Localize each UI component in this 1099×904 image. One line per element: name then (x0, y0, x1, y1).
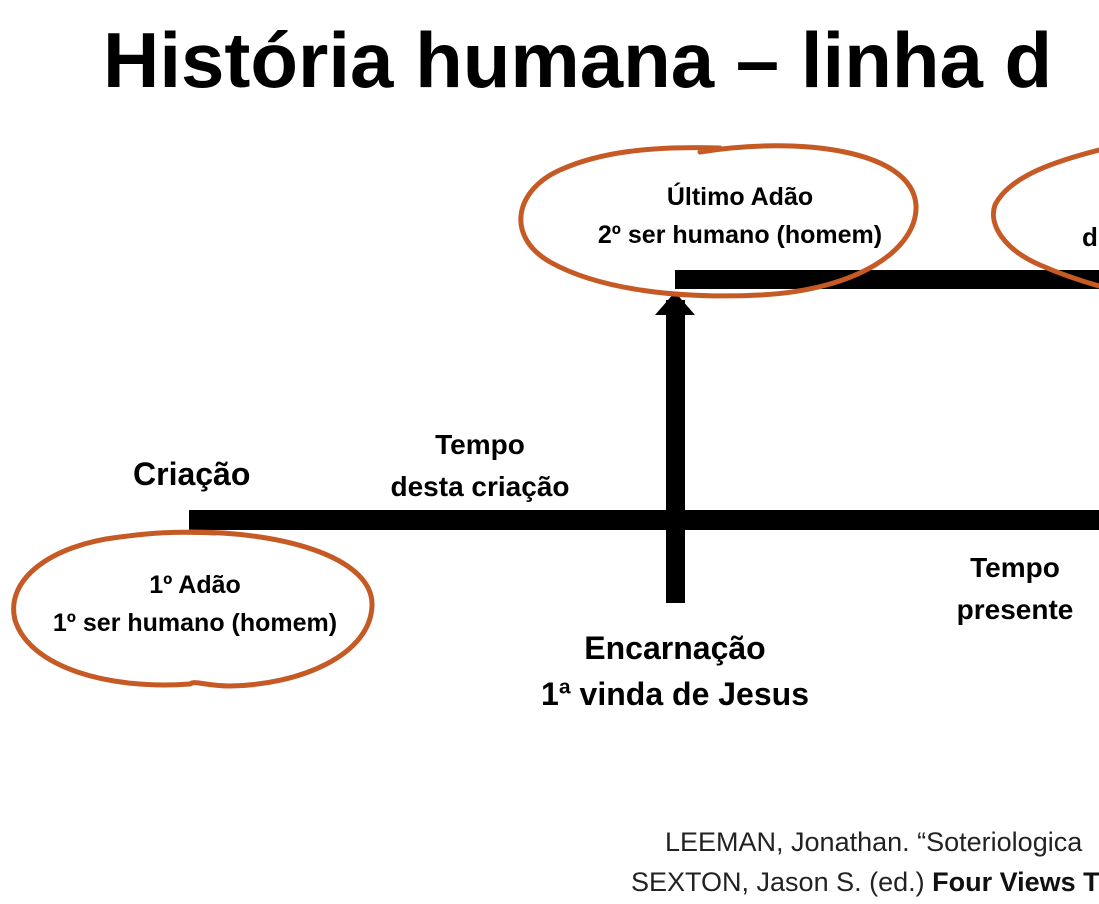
time-this-creation-label: Tempo desta criação (380, 424, 580, 508)
citation-line1: LEEMAN, Jonathan. “Soteriologica (665, 827, 1083, 857)
citation-line2: SEXTON, Jason S. (ed.) Four Views T (631, 862, 1099, 902)
time-this-creation-line2: desta criação (390, 471, 570, 502)
citation-line2-normal: SEXTON, Jason S. (ed.) (631, 867, 933, 897)
incarnation-label: Encarnação 1ª vinda de Jesus (520, 625, 830, 717)
first-adam-label: 1º Adão 1º ser humano (homem) (20, 566, 370, 642)
last-adam-line1: Último Adão (666, 183, 814, 211)
main-timeline-bar (189, 510, 1099, 530)
first-adam-line2: 1º ser humano (homem) (52, 609, 338, 637)
time-this-creation-line1: Tempo (435, 429, 525, 460)
slide-title: História humana – linha d (103, 16, 1053, 104)
right-partial-circle (991, 147, 1099, 289)
incarnation-line1: Encarnação (584, 630, 766, 666)
last-adam-line2: 2º ser humano (homem) (597, 221, 883, 249)
present-time-label: Tempo presente (940, 547, 1090, 631)
present-time-line2: presente (956, 594, 1074, 625)
creation-label: Criação (133, 456, 251, 492)
last-adam-label: Último Adão 2º ser humano (homem) (560, 178, 920, 254)
last-adam-circle (518, 143, 919, 299)
upper-timeline-bar (675, 270, 1099, 289)
incarnation-line2: 1ª vinda de Jesus (541, 676, 809, 712)
partial-right-circle-label: d (1082, 222, 1098, 252)
first-adam-line1: 1º Adão (149, 571, 241, 599)
citation: LEEMAN, Jonathan. “Soteriologica SEXTON,… (631, 822, 1099, 902)
first-adam-circle (11, 529, 375, 689)
incarnation-arrow-head (655, 292, 695, 315)
present-time-line1: Tempo (970, 552, 1060, 583)
incarnation-vertical-line (666, 300, 685, 603)
citation-line2-bold: Four Views T (932, 867, 1099, 897)
